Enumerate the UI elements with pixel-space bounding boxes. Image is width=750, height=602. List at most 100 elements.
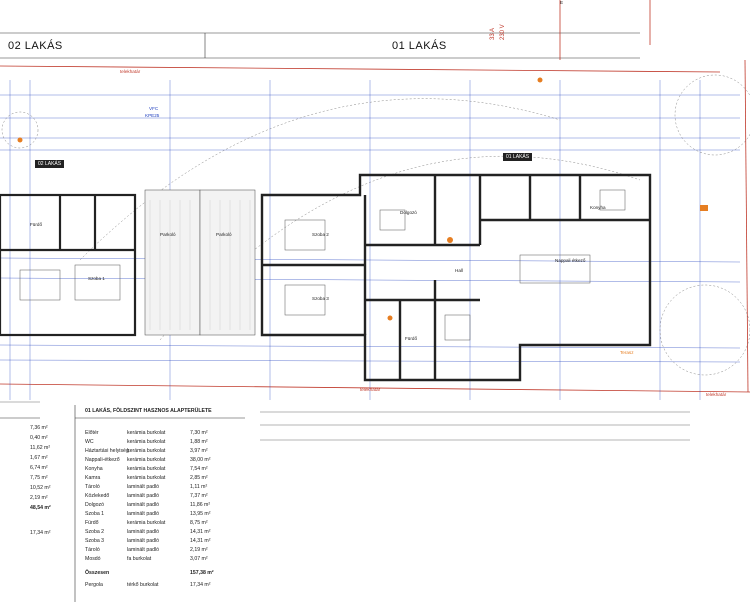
site-boundary (0, 0, 750, 393)
table-floor: kerámia burkolat (127, 430, 166, 436)
table-room: Konyha (85, 466, 103, 472)
table-lines (0, 405, 245, 602)
left-area-table: 7,36 m² 0,40 m² 11,62 m² 1,67 m² 6,74 m²… (0, 425, 70, 575)
table-floor: laminált padló (127, 484, 160, 490)
left-table-value: 6,74 m² (30, 465, 48, 471)
left-table-value: 10,52 m² (30, 485, 51, 491)
header-band (0, 32, 640, 59)
table-floor: kerámia burkolat (127, 439, 166, 445)
kpe-label: KPE25 (145, 113, 160, 118)
unit-02-tag: 02 LAKÁS (35, 160, 65, 168)
table-floor: kerámia burkolat (127, 475, 166, 481)
table-floor: kerámia burkolat (127, 448, 166, 454)
table-room: Tároló (85, 484, 100, 490)
table-total-label: Összesen (85, 570, 110, 576)
table-area: 14,31 m² (190, 529, 211, 535)
table-area: 38,00 m² (190, 457, 211, 463)
unit-01-tag: 01 LAKÁS (503, 153, 533, 161)
table-room: Kamra (85, 475, 101, 481)
table-room: Közlekedő (85, 493, 110, 499)
table-area: 13,95 m² (190, 511, 211, 517)
table-room: Előtér (85, 430, 99, 436)
grid-label: E (560, 0, 564, 5)
table-room: Nappali-étkező (85, 457, 120, 463)
room-label-szoba1-left: Szoba 1 (88, 276, 105, 281)
table-room: Tároló (85, 547, 100, 553)
left-table-total: 48,54 m² (30, 505, 51, 511)
table-extra-area: 17,34 m² (190, 582, 211, 588)
table-area: 2,85 m² (190, 475, 208, 481)
room-label-konyha: Konyha (590, 205, 606, 210)
table-area: 7,54 m² (190, 466, 208, 472)
table-room: Fürdő (85, 520, 99, 526)
table-area: 2,19 m² (190, 547, 208, 553)
table-room: Dolgozó (85, 502, 105, 508)
table-room: Szoba 3 (85, 538, 105, 544)
room-label-nappali: Nappali étkező (555, 258, 586, 263)
table-floor: laminált padló (127, 538, 160, 544)
table-area: 1,11 m² (190, 484, 208, 490)
dimension-lines (0, 80, 741, 400)
left-table-value: 7,36 m² (30, 425, 48, 431)
room-label-parkolo-2: Parkoló (216, 232, 232, 237)
table-area: 1,88 m² (190, 439, 208, 445)
furniture (19, 189, 626, 341)
right-table-title: 01 LAKÁS, FÖLDSZINT HASZNOS ALAPTERÜLETE (85, 408, 212, 414)
left-table-value: 7,75 m² (30, 475, 48, 481)
room-label-dolgozo: Dolgozó (400, 210, 417, 215)
left-table-value: 2,19 m² (30, 495, 48, 501)
table-area: 11,86 m² (190, 502, 211, 508)
vfc-label: VFC (149, 106, 159, 111)
left-table-value: 1,67 m² (30, 455, 48, 461)
table-room: Mosdó (85, 556, 101, 562)
boundary-label-bottom: telekhatár (360, 387, 381, 392)
boundary-label-right: telekhatár (706, 392, 727, 397)
room-label-parkolo-1: Parkoló (160, 232, 176, 237)
table-floor: laminált padló (127, 502, 160, 508)
table-room: Szoba 1 (85, 511, 105, 517)
left-table-value: 11,62 m² (30, 445, 51, 451)
arcs (1, 74, 750, 376)
parking-bays (144, 189, 256, 336)
table-extra-room: Pergola (85, 582, 103, 588)
room-label-terasz: Terasz (620, 350, 634, 355)
unit-01-header: 01 LAKÁS (392, 40, 447, 52)
room-label-hall: Hall (455, 268, 463, 273)
table-extra-floor: térkő burkolat (127, 582, 159, 588)
table-floor: laminált padló (127, 529, 160, 535)
power-label-2: 33 A (490, 27, 496, 40)
table-area: 8,75 m² (190, 520, 208, 526)
table-room: Szoba 2 (85, 529, 105, 535)
table-area: 3,07 m² (190, 556, 208, 562)
table-area: 14,31 m² (190, 538, 211, 544)
table-area: 7,30 m² (190, 430, 208, 436)
table-floor: laminált padló (127, 493, 160, 499)
table-room: Háztartási helyiség (85, 448, 129, 454)
right-unit-walls (260, 173, 652, 382)
orange-marks (17, 77, 708, 321)
unit-02-header: 02 LAKÁS (8, 40, 63, 52)
table-total-area: 157,38 m² (190, 570, 214, 576)
left-unit-walls (0, 193, 137, 337)
power-label: 230 V (500, 24, 506, 40)
right-area-table: 01 LAKÁS, FÖLDSZINT HASZNOS ALAPTERÜLETE… (85, 408, 245, 602)
parking-hatching (149, 200, 251, 330)
table-room: WC (85, 439, 94, 445)
room-label-furdo-left: Fürdő (30, 222, 43, 227)
room-label-szoba2: Szoba 2 (312, 232, 329, 237)
table-area: 7,37 m² (190, 493, 208, 499)
table-floor: fa burkolat (127, 556, 152, 562)
left-table-value: 17,34 m² (30, 530, 51, 536)
table-area: 3,97 m² (190, 448, 208, 454)
boundary-label-top: telekhatár (120, 69, 141, 74)
table-floor: laminált padló (127, 547, 160, 553)
bottom-dimensions (0, 401, 690, 441)
room-label-furdo-right: Fürdő (405, 336, 418, 341)
table-floor: kerámia burkolat (127, 520, 166, 526)
room-label-szoba3: Szoba 3 (312, 296, 329, 301)
table-floor: laminált padló (127, 511, 160, 517)
left-table-value: 0,40 m² (30, 435, 48, 441)
table-floor: kerámia burkolat (127, 457, 166, 463)
table-floor: kerámia burkolat (127, 466, 166, 472)
